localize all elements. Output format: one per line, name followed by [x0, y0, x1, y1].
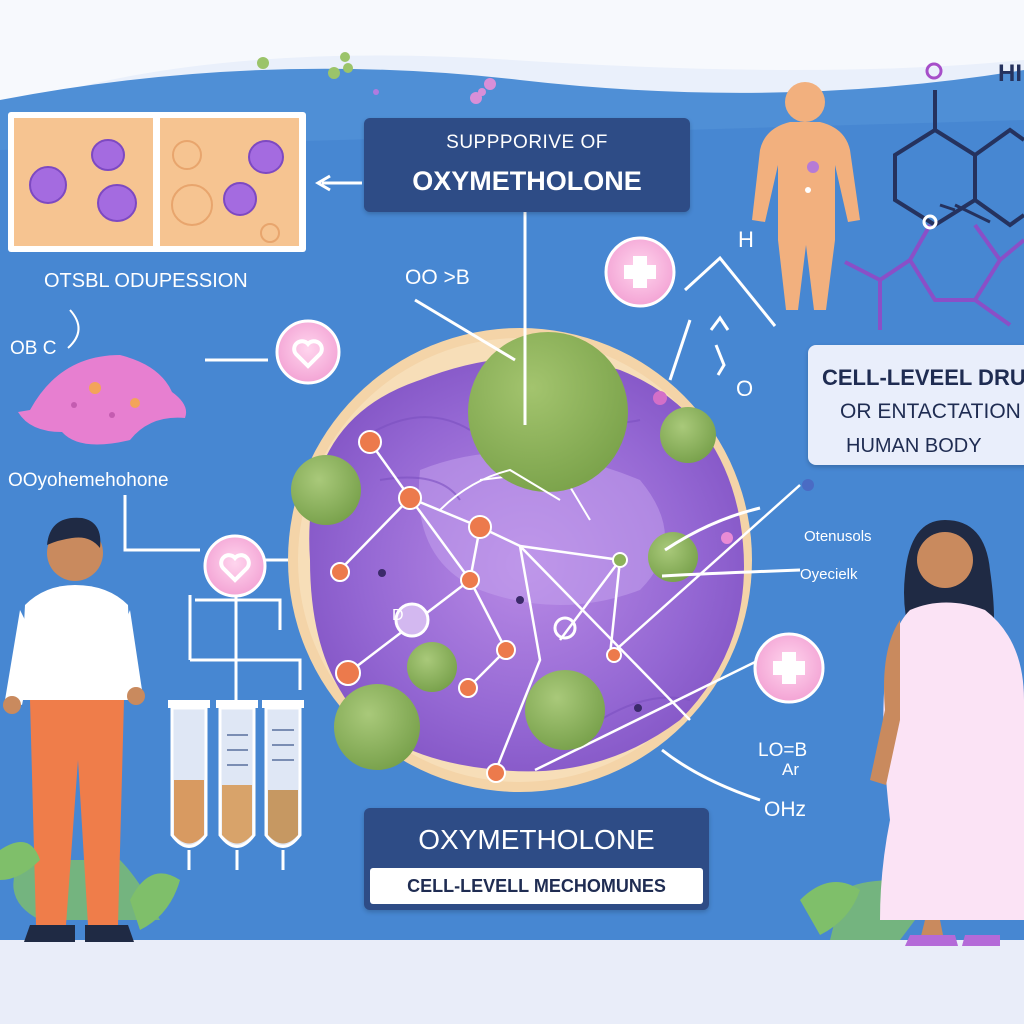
main-cell: [288, 328, 814, 792]
plus-icon: [604, 236, 676, 308]
left-small-label: OB C: [10, 338, 57, 359]
woman-figure: [830, 520, 1024, 946]
heart-icon: [275, 319, 341, 385]
human-body-icon: [752, 82, 860, 310]
bottom-title: OXYMETHOLONE: [418, 824, 655, 855]
chemical-structure-icon: [844, 62, 1024, 330]
right-small-label-2: Oyecielk: [800, 566, 858, 583]
header-title: OXYMETHOLONE: [412, 166, 642, 196]
info-box-line2: OR ENTACTATION: [840, 400, 1021, 423]
info-box-line1: CELL-LEVEEL DRU: [822, 365, 1024, 390]
plus-icon: [753, 632, 825, 704]
title-box-bottom: OXYMETHOLONE CELL-LEVELL MECHOMUNES: [364, 808, 709, 910]
right-small-label-1: Otenusols: [804, 528, 872, 545]
test-tube-icon: [168, 595, 304, 870]
man-figure: [3, 517, 161, 942]
hi-label: HI: [998, 60, 1022, 87]
formula-label-2: Ar: [782, 760, 799, 779]
header-box: SUPPPORIVE OF OXYMETHOLONE: [364, 118, 690, 212]
header-line1: SUPPPORIVE OF: [446, 132, 608, 153]
left-name-label: OOyohemehohone: [8, 470, 169, 491]
d-label: D: [392, 607, 404, 624]
info-box-right: CELL-LEVEEL DRU OR ENTACTATION HUMAN BOD…: [808, 345, 1024, 465]
pink-cell: [18, 355, 187, 445]
o-label: O: [736, 376, 754, 401]
h-label: H: [738, 227, 754, 252]
heart-icon: [203, 534, 267, 598]
formula-label-3: OHz: [764, 798, 806, 821]
center-small-label: OO >B: [405, 266, 470, 289]
bottom-subtitle: CELL-LEVELL MECHOMUNES: [407, 876, 666, 896]
info-box-line3: HUMAN BODY: [846, 435, 982, 457]
top-left-label: OTSBL ODUPESSION: [44, 270, 248, 292]
bottom-subtitle-box: CELL-LEVELL MECHOMUNES: [370, 868, 703, 904]
formula-label-1: LO=B: [758, 740, 808, 761]
